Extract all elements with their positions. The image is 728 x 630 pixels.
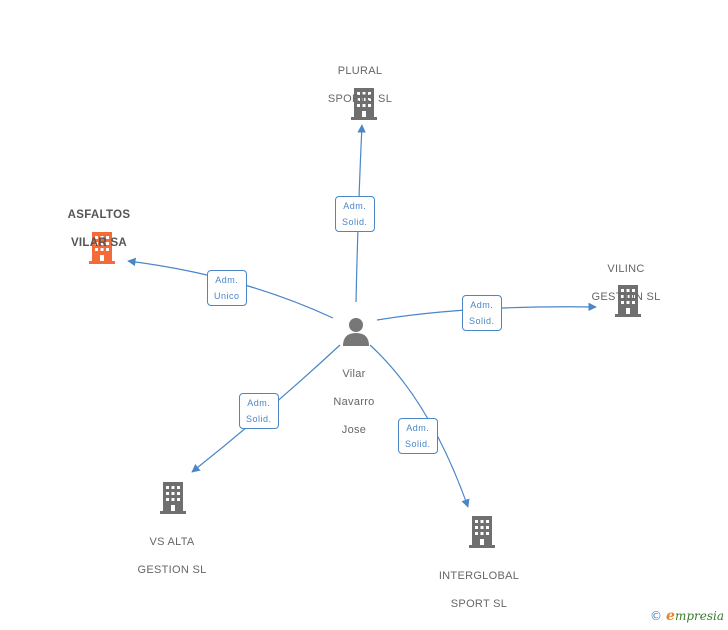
interglobal-label[interactable]: INTERGLOBAL SPORT SL [419, 555, 539, 625]
interglobal-building-icon[interactable] [466, 514, 498, 548]
person-label[interactable]: Vilar Navarro Jose [294, 353, 414, 451]
edge-role-vilinc-line-2: Solid. [469, 316, 495, 326]
edge-role-interglobal-line-1: Adm. [406, 423, 430, 433]
vilinc-label[interactable]: VILINC GESTION SL [566, 248, 686, 318]
edge-role-plural-line-1: Adm. [343, 201, 367, 211]
vsalta-label-line-1: VS ALTA [149, 536, 195, 548]
edge-role-plural[interactable]: Adm. Solid. [335, 196, 375, 232]
person-icon[interactable] [341, 316, 371, 346]
edge-role-interglobal[interactable]: Adm. Solid. [398, 418, 438, 454]
plural-label[interactable]: PLURAL SPORTS SL [300, 50, 420, 120]
plural-building-icon[interactable] [348, 86, 380, 120]
vilinc-label-line-2: GESTION SL [591, 291, 661, 303]
edge-role-vilinc[interactable]: Adm. Solid. [462, 295, 502, 331]
edge-role-interglobal-line-2: Solid. [405, 439, 431, 449]
interglobal-label-line-1: INTERGLOBAL [438, 570, 520, 582]
asfaltos-label-line-2: VILAR SA [70, 237, 128, 249]
edge-role-vsalta[interactable]: Adm. Solid. [239, 393, 279, 429]
edge-role-plural-line-2: Solid. [342, 217, 368, 227]
edge-role-asfaltos[interactable]: Adm. Unico [207, 270, 247, 306]
person-label-line-1: Vilar [342, 368, 366, 380]
asfaltos-label[interactable]: ASFALTOS VILAR SA [39, 194, 159, 264]
edge-role-asfaltos-line-1: Adm. [215, 275, 239, 285]
edge-role-vilinc-line-1: Adm. [470, 300, 494, 310]
edge-role-vsalta-line-1: Adm. [247, 398, 271, 408]
plural-label-line-1: PLURAL [337, 65, 383, 77]
vsalta-building-icon[interactable] [157, 480, 189, 514]
edge-role-asfaltos-line-2: Unico [214, 291, 240, 301]
plural-label-line-2: SPORTS SL [327, 93, 393, 105]
edge-line-interglobal [369, 344, 470, 508]
vsalta-label-line-2: GESTION SL [137, 564, 207, 576]
person-label-line-2: Navarro [333, 396, 375, 408]
person-label-line-3: Jose [341, 424, 367, 436]
asfaltos-label-line-1: ASFALTOS [67, 209, 131, 221]
asfaltos-building-icon[interactable] [86, 230, 118, 264]
brand-initial: e [666, 608, 675, 624]
vilinc-building-icon[interactable] [612, 283, 644, 317]
brand-name: mpresia [674, 609, 724, 623]
edge-role-vsalta-line-2: Solid. [246, 414, 272, 424]
copyright-icon: © [650, 609, 663, 623]
brand-logo[interactable]: ©empresia [650, 608, 724, 624]
vsalta-label[interactable]: VS ALTA GESTION SL [112, 521, 232, 591]
vilinc-label-line-1: VILINC [607, 263, 645, 275]
interglobal-label-line-2: SPORT SL [450, 598, 508, 610]
